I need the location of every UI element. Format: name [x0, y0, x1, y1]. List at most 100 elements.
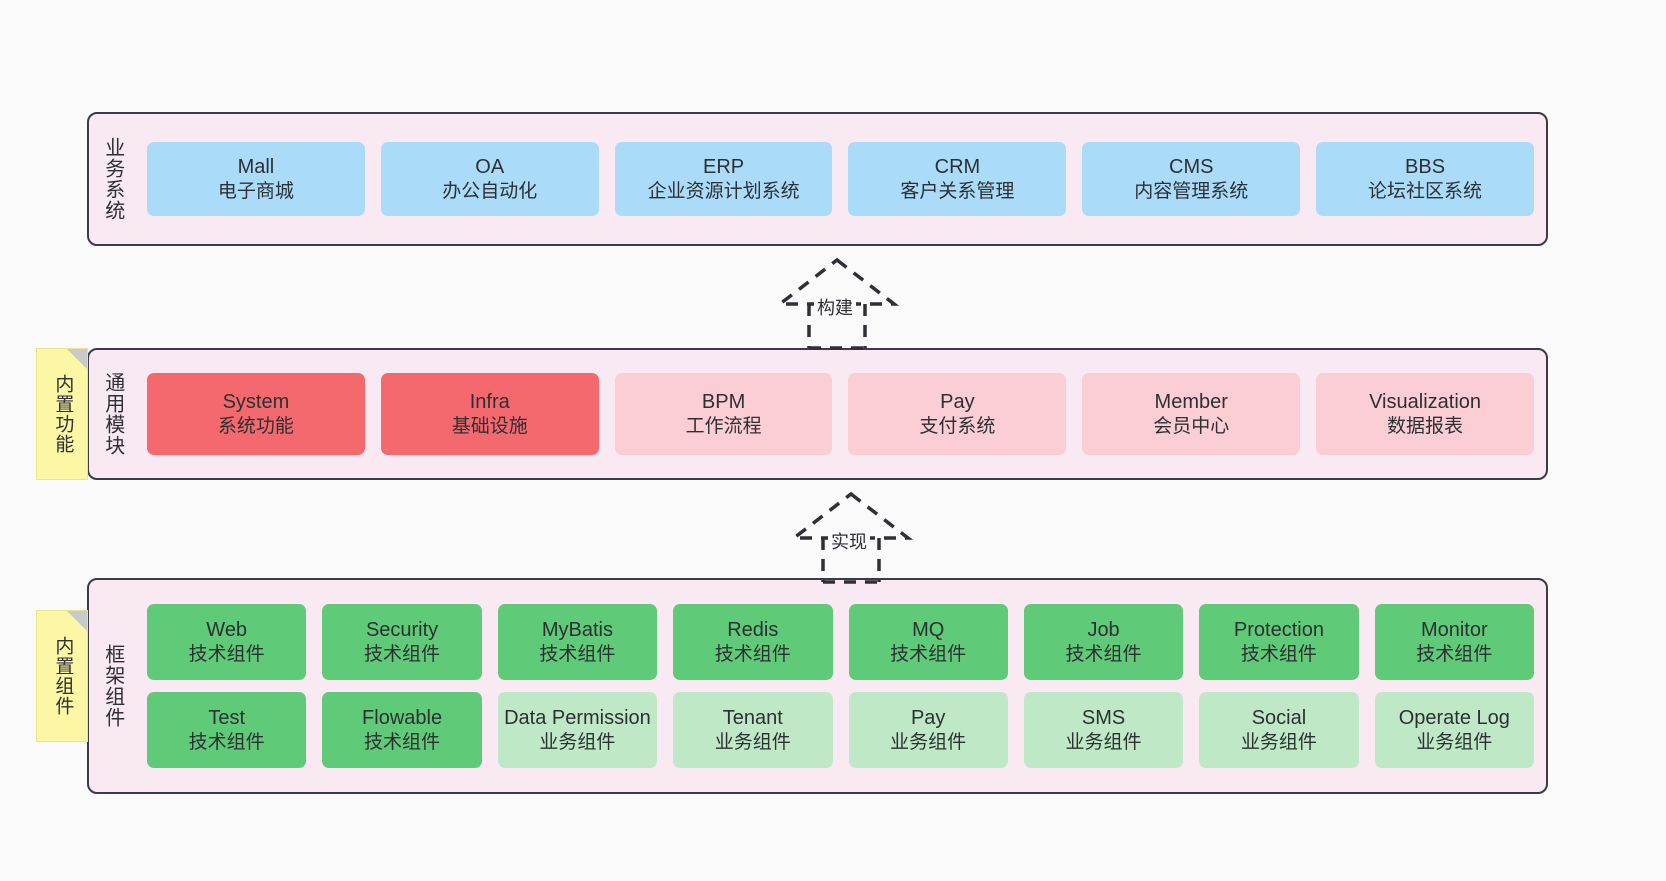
- card-data-permission[interactable]: Data Permission 业务组件: [497, 692, 658, 768]
- card-job[interactable]: Job 技术组件: [1023, 604, 1184, 680]
- arrow-label-realize: 实现: [828, 528, 870, 554]
- card-subtitle: 业务组件: [1240, 731, 1317, 753]
- card-subtitle: 技术组件: [188, 731, 265, 753]
- card-mq[interactable]: MQ 技术组件: [848, 604, 1008, 680]
- card-test[interactable]: Test 技术组件: [147, 692, 307, 768]
- card-subtitle: 技术组件: [364, 643, 441, 665]
- card-title: BPM: [701, 390, 746, 413]
- card-flowable[interactable]: Flowable 技术组件: [322, 692, 482, 768]
- card-subtitle: 技术组件: [188, 643, 265, 665]
- card-subtitle: 基础设施: [451, 415, 528, 437]
- layer-framework-component: 框架组件 Web 技术组件 Security 技术组件 MyBatis 技术组件: [87, 578, 1548, 794]
- card-title: Pay: [940, 390, 975, 413]
- card-crm[interactable]: CRM 客户关系管理: [848, 142, 1067, 216]
- card-title: Web: [206, 618, 248, 641]
- card-bpm[interactable]: BPM 工作流程: [614, 373, 833, 455]
- arrow-build: 构建: [752, 256, 922, 350]
- card-subtitle: 数据报表: [1387, 415, 1464, 437]
- card-subtitle: 业务组件: [714, 731, 791, 753]
- card-title: Redis: [727, 618, 779, 641]
- card-redis[interactable]: Redis 技术组件: [673, 604, 833, 680]
- card-title: Security: [365, 618, 439, 641]
- card-title: Social: [1251, 706, 1307, 729]
- card-title: OA: [475, 155, 505, 178]
- card-title: ERP: [703, 155, 745, 178]
- card-subtitle: 内容管理系统: [1134, 180, 1249, 202]
- card-erp[interactable]: ERP 企业资源计划系统: [614, 142, 833, 216]
- card-bbs[interactable]: BBS 论坛社区系统: [1316, 142, 1534, 216]
- card-subtitle: 工作流程: [685, 415, 762, 437]
- card-title: Protection: [1233, 618, 1324, 641]
- card-social[interactable]: Social 业务组件: [1199, 692, 1359, 768]
- card-row: System 系统功能 Infra 基础设施 BPM 工作流程 Pay 支付系统…: [135, 373, 1546, 455]
- layer-label-common: 通用模块: [101, 372, 124, 456]
- card-title: Monitor: [1420, 618, 1488, 641]
- card-title: Job: [1087, 618, 1120, 641]
- card-title: System: [222, 390, 290, 413]
- card-title: MyBatis: [541, 618, 613, 641]
- card-subtitle: 电子商城: [217, 180, 294, 202]
- card-subtitle: 技术组件: [539, 643, 616, 665]
- layer-label-business: 业务系统: [101, 137, 124, 221]
- card-pay-module[interactable]: Pay 支付系统: [848, 373, 1067, 455]
- card-sms[interactable]: SMS 业务组件: [1023, 692, 1184, 768]
- card-title: Tenant: [722, 706, 783, 729]
- card-title: Test: [208, 706, 246, 729]
- card-system[interactable]: System 系统功能: [147, 373, 365, 455]
- card-operate-log[interactable]: Operate Log 业务组件: [1374, 692, 1534, 768]
- card-title: Data Permission: [504, 706, 651, 729]
- card-title: Operate Log: [1398, 706, 1510, 729]
- card-title: Infra: [469, 390, 510, 413]
- card-tenant[interactable]: Tenant 业务组件: [673, 692, 833, 768]
- card-subtitle: 技术组件: [1065, 643, 1142, 665]
- layer-common-module: 通用模块 System 系统功能 Infra 基础设施 BPM 工作流程 Pay…: [87, 348, 1548, 480]
- card-subtitle: 技术组件: [890, 643, 967, 665]
- card-pay-component[interactable]: Pay 业务组件: [848, 692, 1008, 768]
- card-subtitle: 业务组件: [1065, 731, 1142, 753]
- card-title: BBS: [1405, 155, 1446, 178]
- card-protection[interactable]: Protection 技术组件: [1199, 604, 1359, 680]
- sticky-note-builtin-components: 内置组件: [36, 610, 88, 742]
- card-infra[interactable]: Infra 基础设施: [380, 373, 599, 455]
- card-title: Pay: [910, 706, 946, 729]
- card-title: SMS: [1081, 706, 1126, 729]
- layer-body-business: Mall 电子商城 OA 办公自动化 ERP 企业资源计划系统 CRM 客户关系…: [135, 114, 1546, 244]
- card-web[interactable]: Web 技术组件: [147, 604, 307, 680]
- card-title: Member: [1154, 390, 1228, 413]
- sticky-note-builtin-features: 内置功能: [36, 348, 88, 480]
- card-subtitle: 技术组件: [1416, 643, 1493, 665]
- layer-body-common: System 系统功能 Infra 基础设施 BPM 工作流程 Pay 支付系统…: [135, 350, 1546, 478]
- card-title: MQ: [912, 618, 945, 641]
- card-security[interactable]: Security 技术组件: [322, 604, 482, 680]
- card-subtitle: 会员中心: [1153, 415, 1230, 437]
- card-subtitle: 业务组件: [890, 731, 967, 753]
- layer-business-system: 业务系统 Mall 电子商城 OA 办公自动化 ERP 企业资源计划系统 CRM…: [87, 112, 1548, 246]
- card-mall[interactable]: Mall 电子商城: [147, 142, 365, 216]
- card-subtitle: 技术组件: [364, 731, 441, 753]
- card-row: Mall 电子商城 OA 办公自动化 ERP 企业资源计划系统 CRM 客户关系…: [135, 142, 1546, 216]
- card-title: Mall: [237, 155, 275, 178]
- card-subtitle: 技术组件: [714, 643, 791, 665]
- arrow-label-build: 构建: [814, 294, 856, 320]
- card-subtitle: 业务组件: [1416, 731, 1493, 753]
- card-subtitle: 业务组件: [539, 731, 616, 753]
- card-visualization[interactable]: Visualization 数据报表: [1316, 373, 1534, 455]
- card-cms[interactable]: CMS 内容管理系统: [1082, 142, 1301, 216]
- card-row-tech: Web 技术组件 Security 技术组件 MyBatis 技术组件 Redi…: [147, 604, 1534, 680]
- card-subtitle: 系统功能: [217, 415, 294, 437]
- card-title: Flowable: [362, 706, 443, 729]
- card-row-business: Test 技术组件 Flowable 技术组件 Data Permission …: [147, 692, 1534, 768]
- layer-label-frame: 框架组件: [101, 644, 124, 728]
- arrow-realize: 实现: [766, 490, 936, 584]
- card-monitor[interactable]: Monitor 技术组件: [1374, 604, 1534, 680]
- card-subtitle: 技术组件: [1240, 643, 1317, 665]
- card-subtitle: 企业资源计划系统: [647, 180, 800, 202]
- card-title: Visualization: [1369, 390, 1482, 413]
- card-oa[interactable]: OA 办公自动化: [380, 142, 599, 216]
- card-grid: Web 技术组件 Security 技术组件 MyBatis 技术组件 Redi…: [135, 590, 1546, 782]
- card-subtitle: 办公自动化: [442, 180, 538, 202]
- card-mybatis[interactable]: MyBatis 技术组件: [497, 604, 658, 680]
- card-title: CRM: [934, 155, 981, 178]
- card-member[interactable]: Member 会员中心: [1082, 373, 1301, 455]
